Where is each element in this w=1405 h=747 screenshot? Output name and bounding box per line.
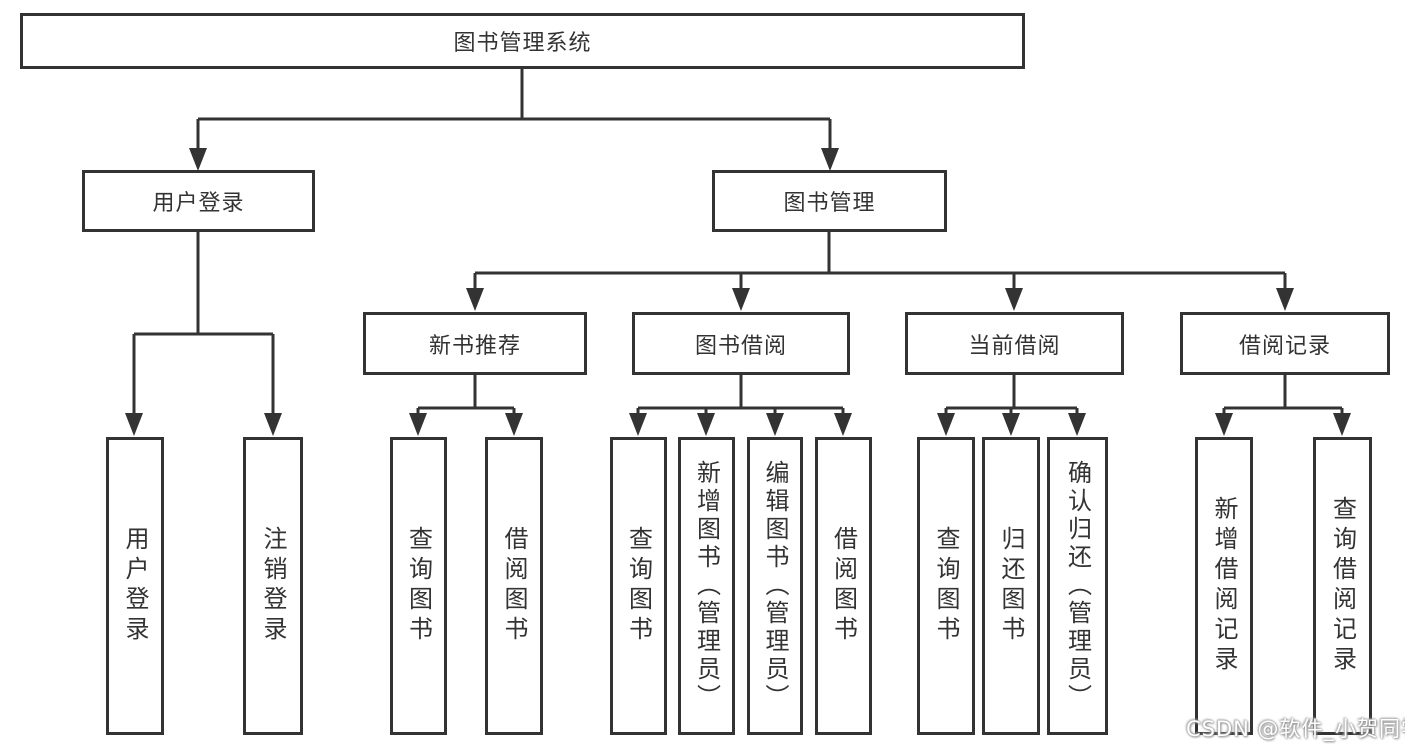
leaf-records-query-borrow-record: 查询借阅记录: [1313, 437, 1372, 735]
node-user-login: 用户登录: [82, 170, 315, 232]
leaf-borrow-edit-books-admin: 编辑图书（管理员）: [747, 437, 803, 735]
watermark: CSDN @软件_小贺同学: [1186, 717, 1405, 741]
leaf-recommend-query-books: 查询图书: [390, 437, 447, 735]
leaf-label: 借阅图书: [829, 526, 858, 646]
leaf-label: 新增借阅记录: [1210, 496, 1238, 676]
leaf-current-return-books: 归还图书: [982, 437, 1040, 735]
leaf-label: 确认归还（管理员）: [1063, 460, 1092, 712]
node-book-borrowing: 图书借阅: [632, 312, 850, 375]
leaf-records-add-borrow-record: 新增借阅记录: [1195, 437, 1253, 735]
leaf-borrow-query-books: 查询图书: [610, 437, 667, 735]
node-borrowing-records: 借阅记录: [1180, 312, 1390, 375]
leaf-label: 借阅图书: [500, 526, 528, 646]
leaf-current-confirm-return-admin: 确认归还（管理员）: [1047, 437, 1108, 735]
leaf-label: 编辑图书（管理员）: [761, 460, 789, 712]
leaf-logout: 注销登录: [243, 437, 303, 735]
leaf-current-query-books: 查询图书: [917, 437, 975, 735]
leaf-label: 查询借阅记录: [1328, 496, 1357, 676]
node-book-management: 图书管理: [712, 170, 947, 232]
leaf-borrow-add-books-admin: 新增图书（管理员）: [678, 437, 735, 735]
leaf-label: 查询图书: [624, 526, 653, 646]
leaf-label: 查询图书: [932, 526, 960, 646]
leaf-label: 注销登录: [259, 526, 287, 646]
leaf-recommend-borrow-books: 借阅图书: [485, 437, 543, 735]
leaf-label: 归还图书: [997, 526, 1025, 646]
leaf-label: 新增图书（管理员）: [692, 460, 721, 712]
leaf-label: 用户登录: [121, 526, 149, 646]
node-library-management-system: 图书管理系统: [20, 13, 1025, 69]
node-current-borrowing: 当前借阅: [905, 312, 1124, 375]
leaf-borrow-borrow-books: 借阅图书: [815, 437, 872, 735]
leaf-label: 查询图书: [404, 526, 433, 646]
node-new-book-recommendation: 新书推荐: [363, 312, 587, 375]
leaf-user-login: 用户登录: [106, 437, 164, 735]
